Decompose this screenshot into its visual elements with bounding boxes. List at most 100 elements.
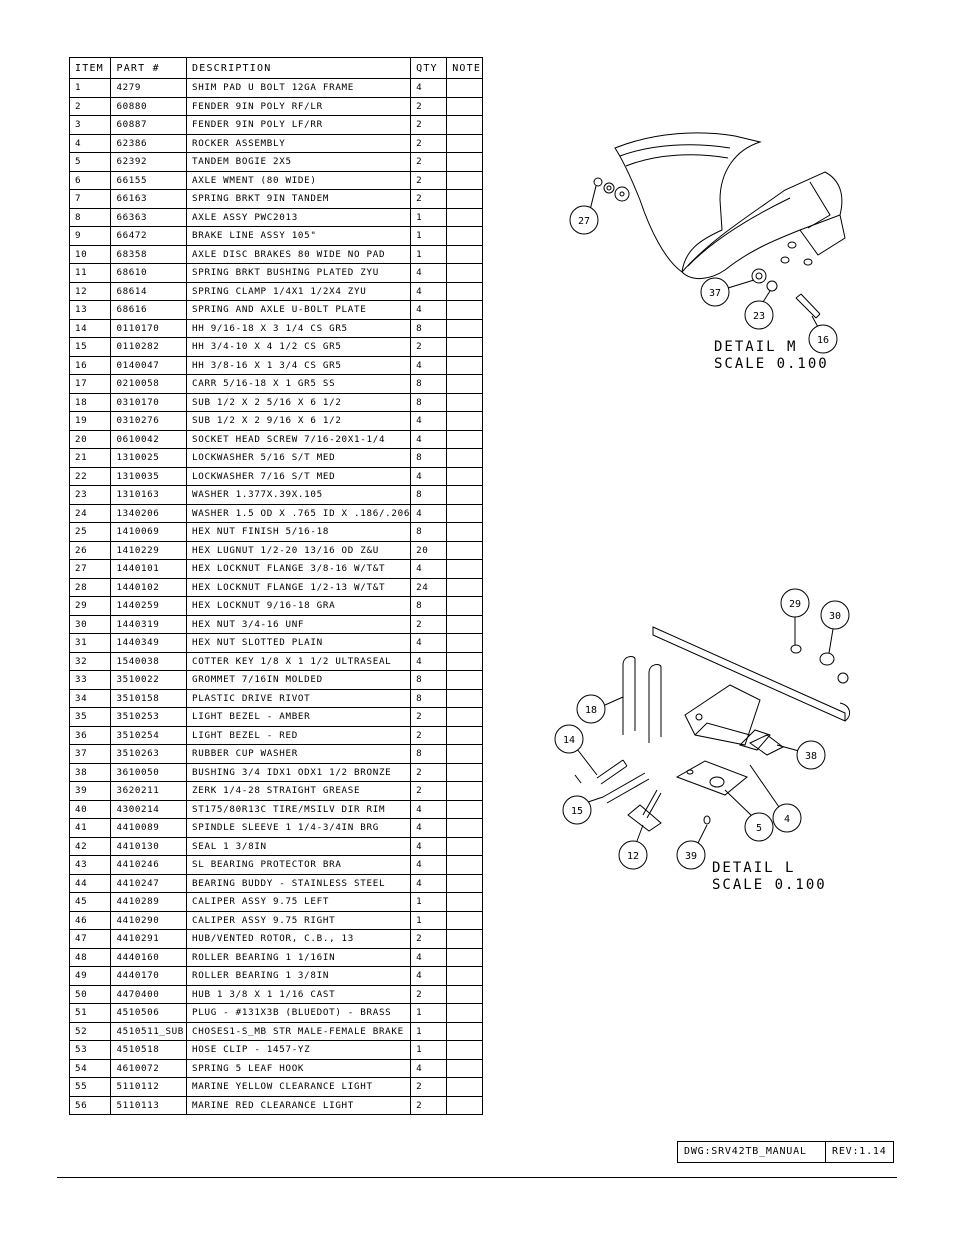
cell-description: WASHER 1.377X.39X.105 bbox=[185, 485, 412, 505]
cell-qty: 4 bbox=[410, 818, 448, 838]
header-item: ITEM bbox=[68, 57, 112, 79]
svg-text:16: 16 bbox=[817, 335, 829, 346]
header-description: DESCRIPTION bbox=[185, 57, 412, 79]
cell-note bbox=[446, 355, 483, 375]
svg-text:14: 14 bbox=[563, 735, 575, 746]
cell-qty: 4 bbox=[410, 429, 448, 449]
cell-item: 16 bbox=[68, 355, 112, 375]
cell-description: SPRING BRKT 9IN TANDEM bbox=[185, 189, 412, 209]
cell-part-number: 4300214 bbox=[110, 799, 187, 819]
cell-note bbox=[446, 1077, 483, 1097]
cell-description: SUB 1/2 X 2 5/16 X 6 1/2 bbox=[185, 392, 412, 412]
cell-qty: 4 bbox=[410, 411, 448, 431]
cell-part-number: 3610050 bbox=[110, 762, 187, 782]
cell-note bbox=[446, 540, 483, 560]
cell-description: SPRING AND AXLE U-BOLT PLATE bbox=[185, 300, 412, 320]
cell-qty: 1 bbox=[410, 1021, 448, 1041]
cell-part-number: 1440102 bbox=[110, 577, 187, 597]
cell-part-number: 1440319 bbox=[110, 614, 187, 634]
cell-qty: 1 bbox=[410, 207, 448, 227]
cell-part-number: 1440259 bbox=[110, 596, 187, 616]
cell-qty: 1 bbox=[410, 1040, 448, 1060]
cell-note bbox=[446, 152, 483, 172]
cell-note bbox=[446, 300, 483, 320]
cell-note bbox=[446, 96, 483, 116]
cell-description: ROCKER ASSEMBLY bbox=[185, 133, 412, 153]
cell-note bbox=[446, 707, 483, 727]
cell-qty: 1 bbox=[410, 910, 448, 930]
cell-item: 15 bbox=[68, 337, 112, 357]
cell-description: SUB 1/2 X 2 9/16 X 6 1/2 bbox=[185, 411, 412, 431]
cell-part-number: 0310170 bbox=[110, 392, 187, 412]
detail-l-label: DETAIL L SCALE 0.100 bbox=[712, 860, 827, 894]
cell-qty: 4 bbox=[410, 651, 448, 671]
cell-item: 37 bbox=[68, 744, 112, 764]
cell-qty: 4 bbox=[410, 855, 448, 875]
cell-part-number: 1440101 bbox=[110, 559, 187, 579]
cell-description: ZERK 1/4-28 STRAIGHT GREASE bbox=[185, 781, 412, 801]
detail-m-title: DETAIL M bbox=[714, 339, 798, 355]
cell-description: CALIPER ASSY 9.75 RIGHT bbox=[185, 910, 412, 930]
cell-item: 14 bbox=[68, 318, 112, 338]
cell-qty: 2 bbox=[410, 762, 448, 782]
callout-18: 18 bbox=[576, 694, 624, 724]
svg-text:5: 5 bbox=[756, 823, 762, 834]
cell-item: 10 bbox=[68, 244, 112, 264]
cell-qty: 8 bbox=[410, 688, 448, 708]
cell-description: HEX NUT SLOTTED PLAIN bbox=[185, 633, 412, 653]
cell-qty: 4 bbox=[410, 503, 448, 523]
cell-part-number: 4410246 bbox=[110, 855, 187, 875]
cell-item: 18 bbox=[68, 392, 112, 412]
cell-qty: 2 bbox=[410, 984, 448, 1004]
cell-item: 35 bbox=[68, 707, 112, 727]
cell-item: 19 bbox=[68, 411, 112, 431]
title-block: DWG:SRV42TB_MANUAL REV:1.14 bbox=[677, 1141, 894, 1163]
cell-qty: 4 bbox=[410, 355, 448, 375]
cell-note bbox=[446, 966, 483, 986]
cell-note bbox=[446, 207, 483, 227]
callout-15: 15 bbox=[562, 795, 604, 825]
cell-description: FENDER 9IN POLY RF/LR bbox=[185, 96, 412, 116]
cell-description: HOSE CLIP - 1457-YZ bbox=[185, 1040, 412, 1060]
cell-note bbox=[446, 781, 483, 801]
cell-part-number: 66155 bbox=[110, 170, 187, 190]
cell-qty: 8 bbox=[410, 744, 448, 764]
callout-12: 12 bbox=[618, 824, 648, 870]
cell-item: 49 bbox=[68, 966, 112, 986]
cell-description: COTTER KEY 1/8 X 1 1/2 ULTRASEAL bbox=[185, 651, 412, 671]
cell-description: HH 9/16-18 X 3 1/4 CS GR5 bbox=[185, 318, 412, 338]
cell-note bbox=[446, 1058, 483, 1078]
cell-description: BEARING BUDDY - STAINLESS STEEL bbox=[185, 873, 412, 893]
cell-note bbox=[446, 429, 483, 449]
svg-text:12: 12 bbox=[627, 851, 639, 862]
cell-description: PLUG - #131X3B (BLUEDOT) - BRASS bbox=[185, 1003, 412, 1023]
cell-part-number: 0210058 bbox=[110, 374, 187, 394]
cell-part-number: 3620211 bbox=[110, 781, 187, 801]
cell-qty: 4 bbox=[410, 947, 448, 967]
cell-note bbox=[446, 337, 483, 357]
cell-part-number: 3510254 bbox=[110, 725, 187, 745]
cell-note bbox=[446, 762, 483, 782]
cell-qty: 2 bbox=[410, 96, 448, 116]
cell-part-number: 66163 bbox=[110, 189, 187, 209]
